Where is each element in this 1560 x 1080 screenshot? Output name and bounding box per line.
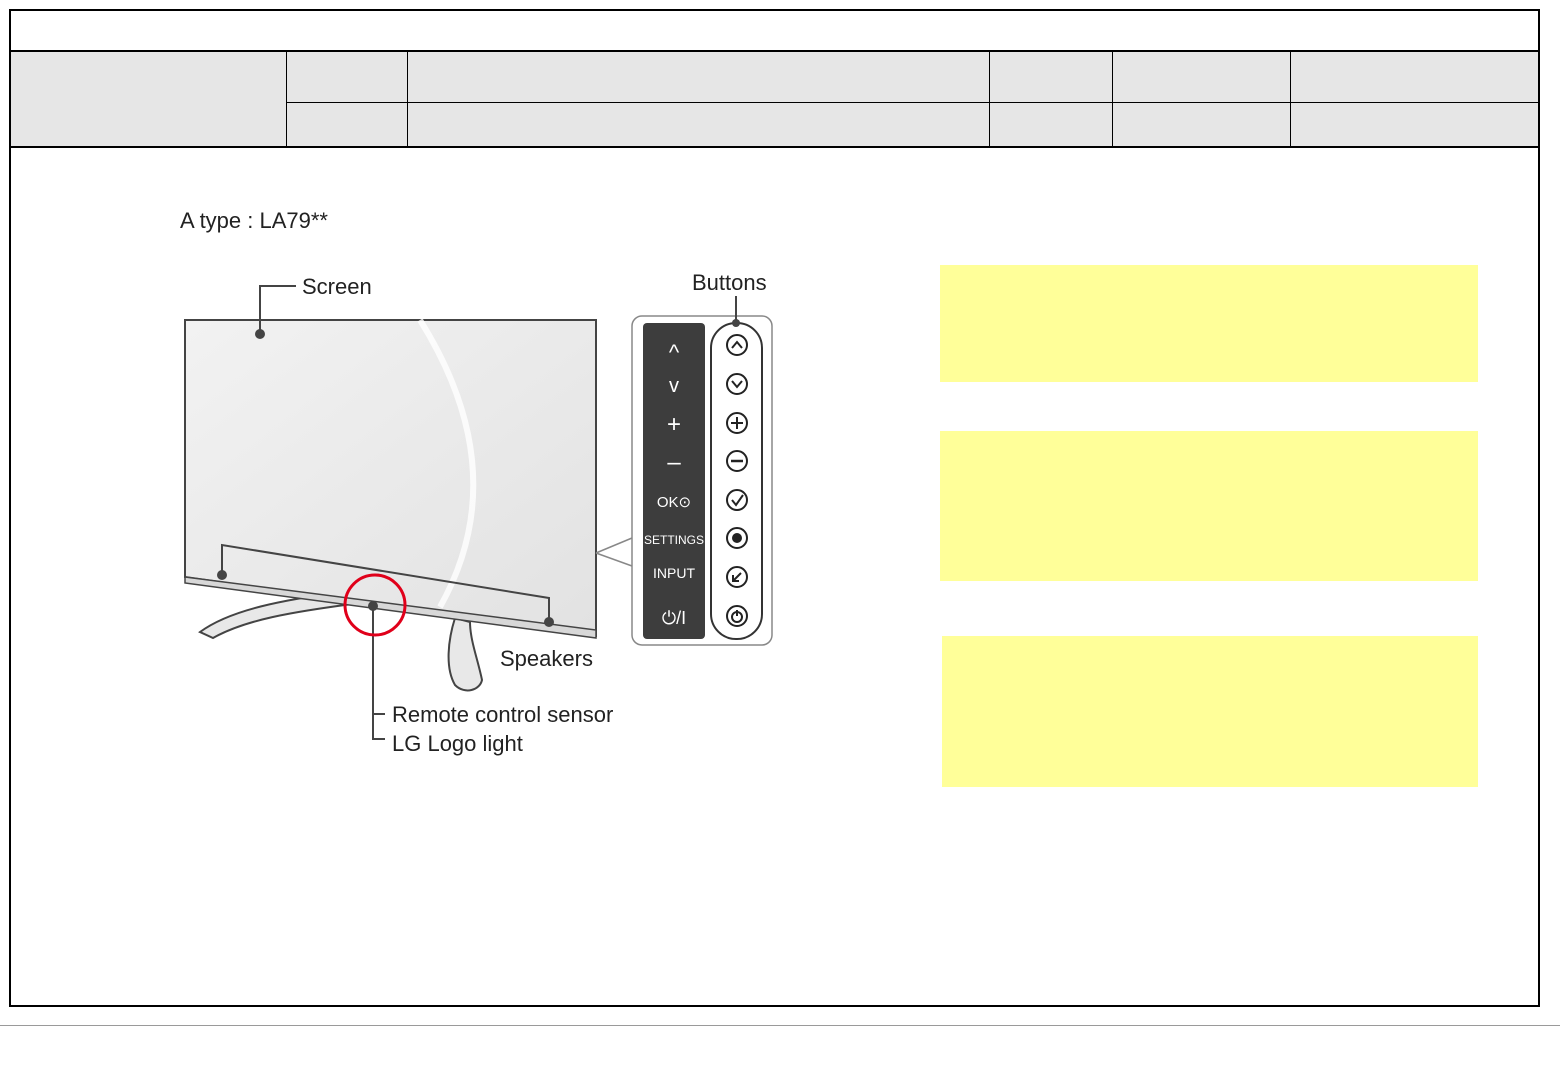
plus-icon (726, 412, 748, 434)
button-panel: Buttons ^ v + – OK⊙ SETTINGS INPUT ⏻/I (595, 270, 773, 646)
screen-label: Screen (302, 274, 372, 299)
panel-label-down: v (669, 375, 679, 397)
page-bottom-rule (0, 1025, 1560, 1026)
header-cell (1291, 52, 1538, 146)
speaker-dot-left (217, 570, 227, 580)
note-box-3 (942, 636, 1478, 787)
power-icon (726, 605, 748, 627)
header-cell (990, 52, 1113, 146)
sensor-highlight-circle (343, 573, 407, 637)
panel-label-settings: SETTINGS (644, 533, 704, 547)
tv-body (184, 318, 597, 639)
screen-callout: Screen (255, 274, 372, 339)
note-box-2 (940, 431, 1478, 581)
header-cell (287, 52, 408, 146)
header-cell-title (11, 52, 287, 146)
speakers-label: Speakers (500, 646, 593, 671)
panel-label-input: INPUT (653, 565, 695, 581)
panel-label-up: ^ (669, 340, 680, 365)
settings-icon (726, 527, 748, 549)
note-box-1 (940, 265, 1478, 382)
input-icon (726, 566, 748, 588)
panel-label-ok: OK⊙ (657, 494, 691, 511)
header-cell (1113, 52, 1291, 146)
header-cell (408, 52, 990, 146)
header-row-divider (287, 102, 1538, 103)
remote-sensor-label: Remote control sensor (392, 702, 613, 727)
minus-icon (726, 450, 748, 472)
panel-label-plus: + (667, 411, 681, 438)
panel-label-power: ⏻/I (662, 608, 686, 628)
speaker-dot-right (544, 617, 554, 627)
header-table (11, 50, 1538, 148)
logo-light-label: LG Logo light (392, 731, 523, 756)
model-type-heading: A type : LA79** (180, 208, 328, 233)
chevron-up-icon (726, 334, 748, 356)
buttons-label: Buttons (692, 270, 767, 295)
remote-sensor-callout: Remote control sensor LG Logo light (368, 601, 613, 756)
check-icon (726, 489, 748, 511)
panel-label-minus: – (667, 449, 681, 476)
chevron-down-icon (726, 373, 748, 395)
